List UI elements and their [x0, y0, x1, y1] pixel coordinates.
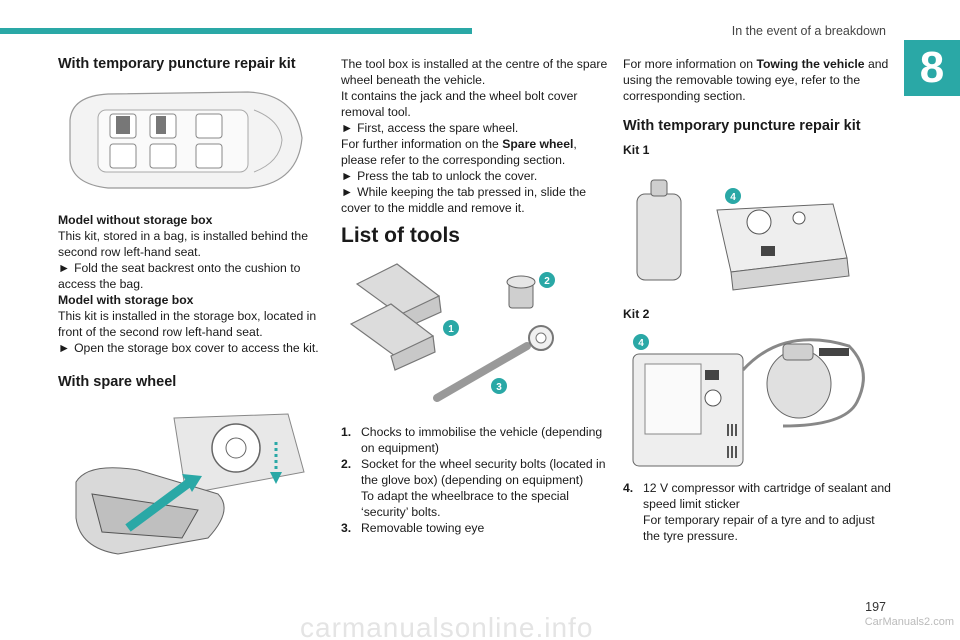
step-arrow-icon: ►: [58, 341, 71, 355]
figure-label-4b: 4: [638, 338, 644, 349]
toolbox-contents-text: It contains the jack and the wheel bolt …: [341, 89, 578, 119]
step-arrow-icon: ►: [341, 121, 354, 135]
list-of-tools-heading: List of tools: [341, 224, 460, 247]
list-item: 2.Socket for the wheel security bolts (l…: [341, 457, 606, 487]
toolbox-location-text: The tool box is installed at the centre …: [341, 57, 608, 87]
figure-label-4: 4: [730, 192, 736, 203]
open-box-step: Open the storage box cover to access the…: [74, 341, 319, 355]
kit-1-label: Kit 1: [623, 143, 650, 157]
section-heading-repair-kit: With temporary puncture repair kit: [58, 56, 296, 72]
kit-2-illustration: 4: [632, 334, 865, 467]
step-arrow-icon: ►: [341, 169, 354, 183]
list-item: 4.12 V compressor with cartridge of seal…: [623, 481, 891, 511]
spare-wheel-link[interactable]: Spare wheel: [502, 137, 574, 151]
model-with-box-text: This kit is installed in the storage box…: [58, 309, 317, 339]
kit-2-label: Kit 2: [623, 307, 650, 321]
header-accent-bar: [0, 28, 472, 34]
column-1: With temporary puncture repair kit Model…: [58, 56, 328, 576]
press-tab-step: Press the tab to unlock the cover.: [357, 169, 538, 183]
kit-description-list: 4.12 V compressor with cartridge of seal…: [623, 480, 893, 544]
figure-label-3: 3: [496, 382, 502, 393]
section-heading-repair-kit-2: With temporary puncture repair kit: [623, 118, 861, 134]
tools-list: 1.Chocks to immobilise the vehicle (depe…: [341, 424, 611, 536]
model-with-box-label: Model with storage box: [58, 293, 194, 307]
brand-watermark: CarManuals2.com: [864, 616, 954, 628]
towing-link[interactable]: Towing the vehicle: [756, 57, 865, 71]
list-item: For temporary repair of a tyre and to ad…: [643, 513, 875, 543]
towing-reference-text: For more information on Towing the vehic…: [623, 57, 889, 103]
model-without-box-text: This kit, stored in a bag, is installed …: [58, 229, 308, 259]
spare-wheel-reference-text: For further information on the Spare whe…: [341, 137, 577, 167]
step-arrow-icon: ►: [58, 261, 71, 275]
figure-label-2: 2: [544, 276, 550, 287]
list-item: 3.Removable towing eye: [341, 521, 485, 535]
fold-seat-step: Fold the seat backrest onto the cushion …: [58, 261, 301, 291]
slide-cover-step: While keeping the tab pressed in, slide …: [341, 185, 587, 215]
car-top-view-illustration: [69, 91, 303, 189]
tools-illustration: 1 2 3: [349, 263, 555, 402]
page-number: 197: [865, 600, 886, 614]
step-arrow-icon: ►: [341, 185, 354, 199]
list-item: 1.Chocks to immobilise the vehicle (depe…: [341, 425, 603, 455]
chapter-title: In the event of a breakdown: [731, 24, 886, 38]
access-spare-wheel-step: First, access the spare wheel.: [357, 121, 519, 135]
figure-label-1: 1: [448, 324, 454, 335]
spare-wheel-illustration: [75, 413, 305, 555]
watermark-text: carmanualsonline.info: [300, 612, 594, 640]
kit-1-illustration: 4: [636, 179, 850, 291]
chapter-number-tab[interactable]: 8: [904, 40, 960, 96]
list-item: To adapt the wheelbrace to the special ‘…: [361, 489, 570, 519]
section-heading-spare-wheel: With spare wheel: [58, 374, 177, 390]
model-without-box-label: Model without storage box: [58, 213, 213, 227]
column-3: For more information on Towing the vehic…: [623, 56, 893, 544]
column-2: The tool box is installed at the centre …: [341, 56, 611, 536]
